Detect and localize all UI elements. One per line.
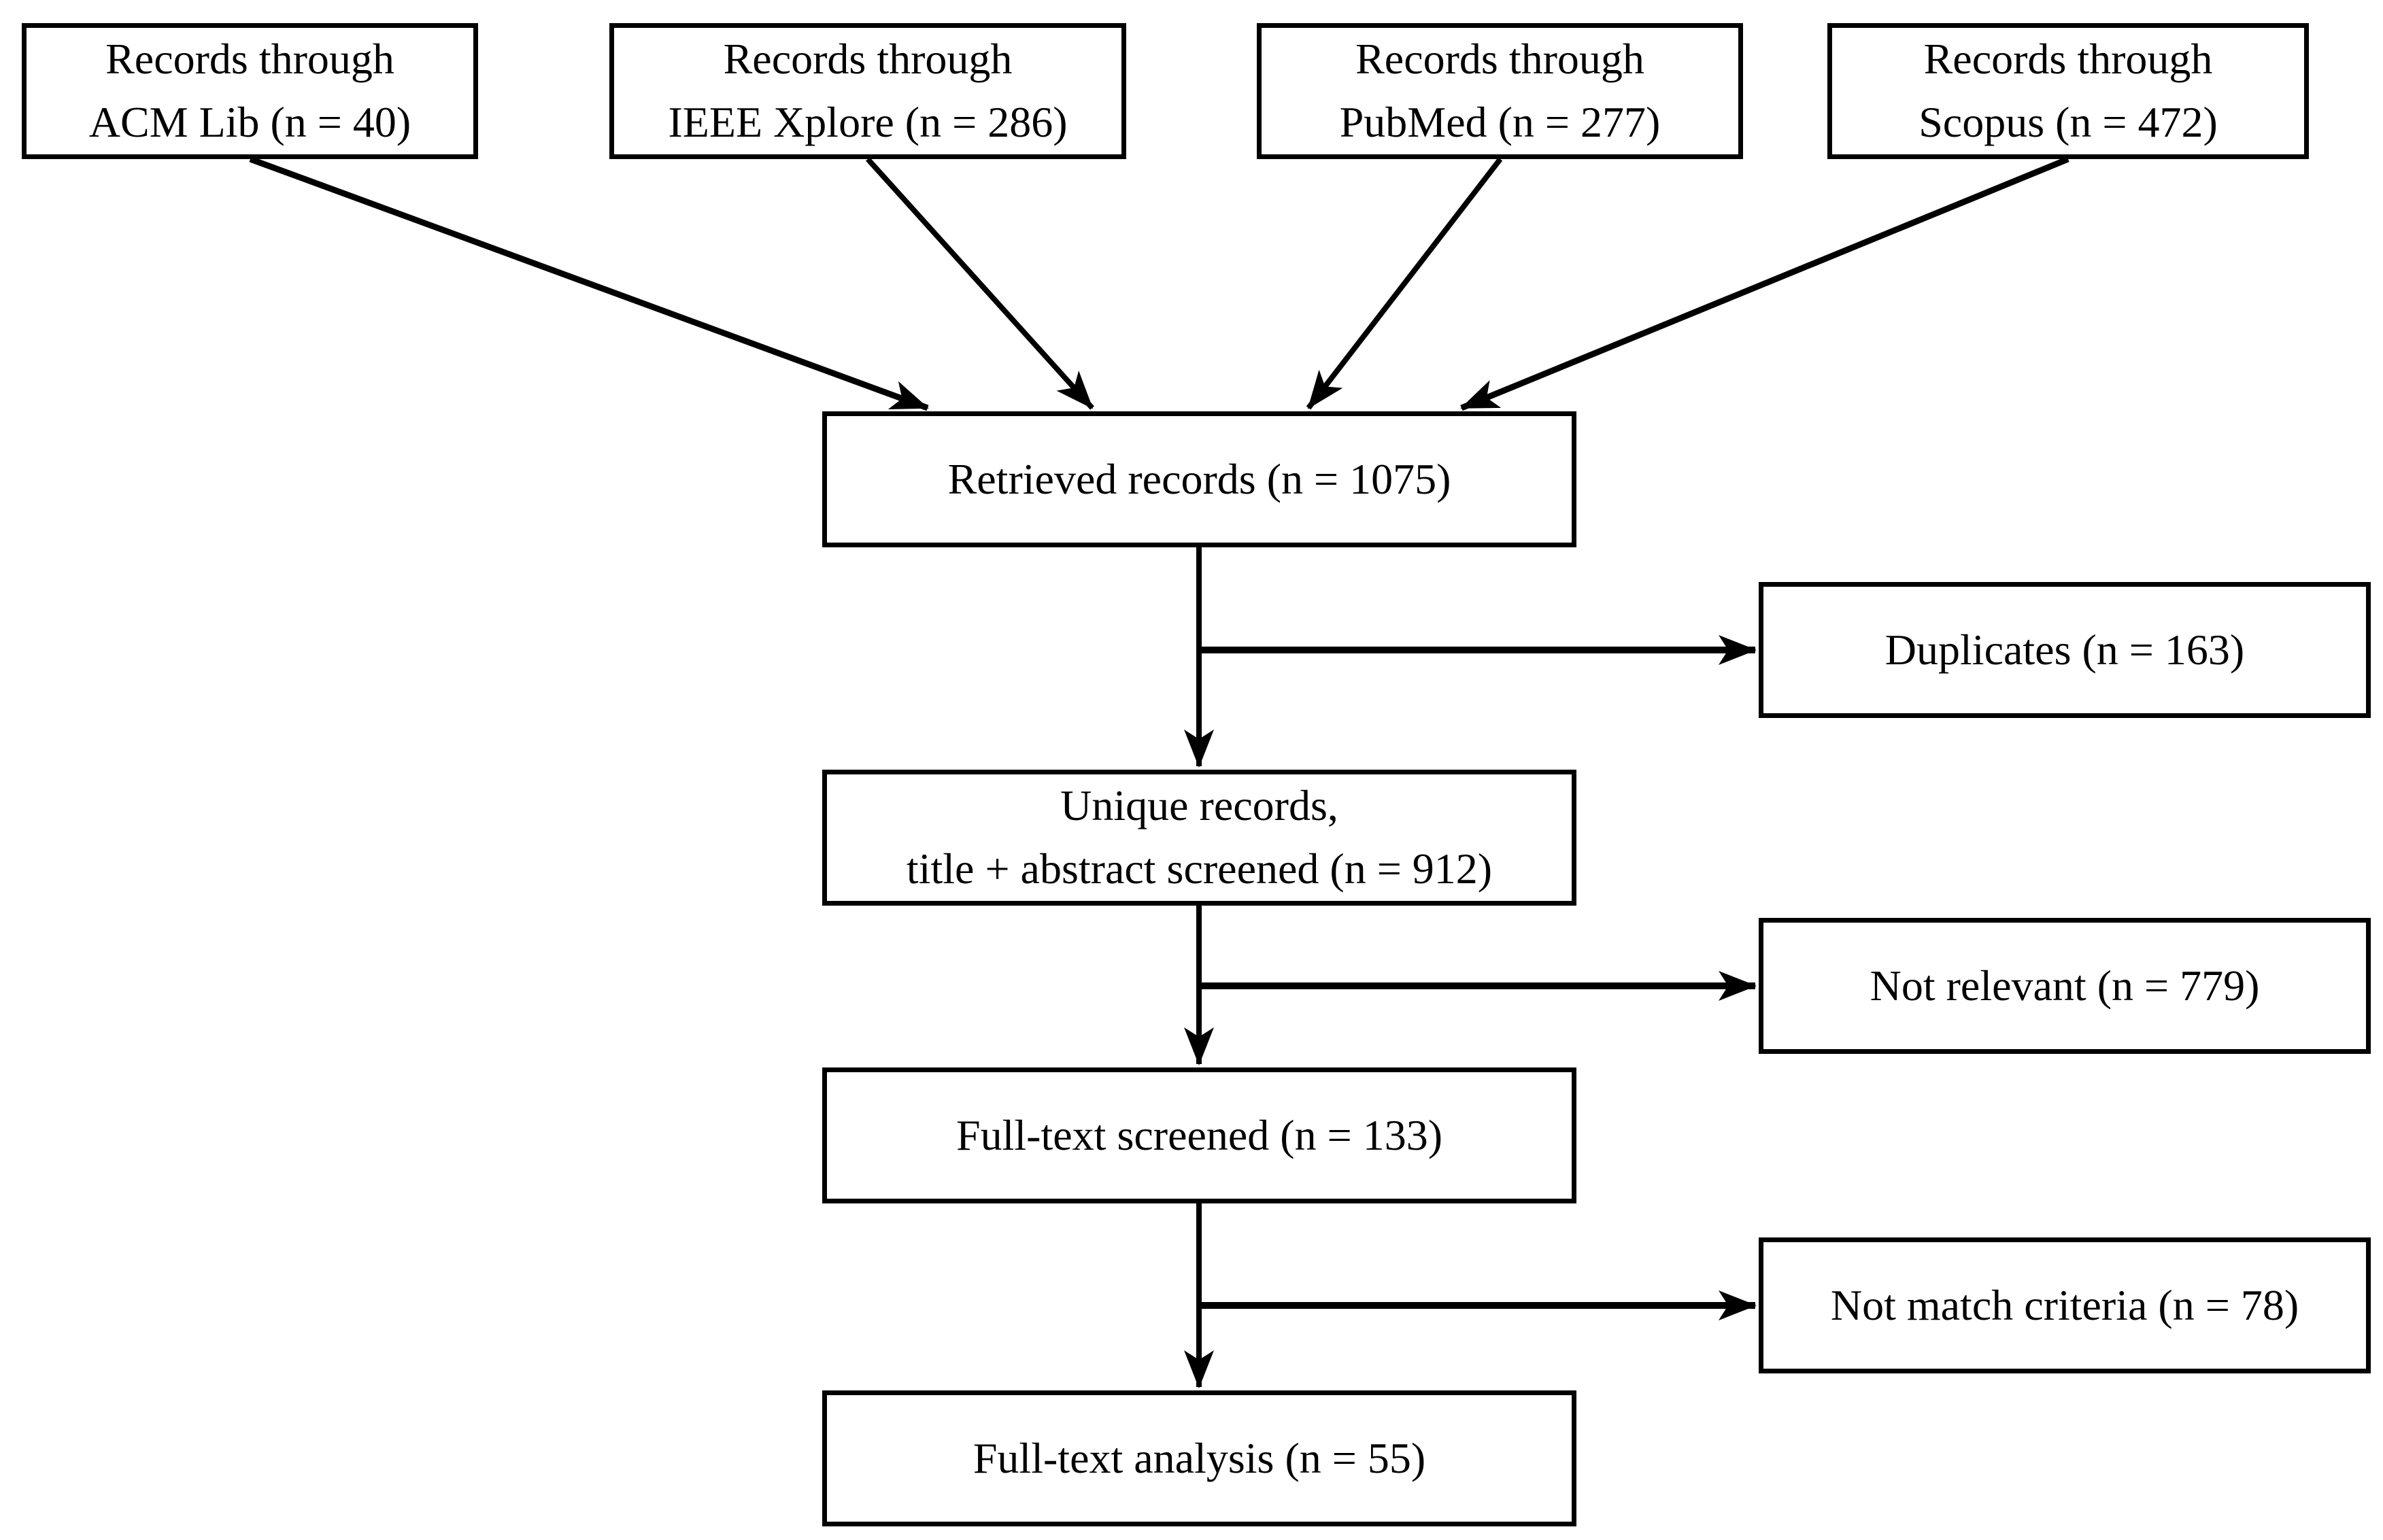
box-fulltext-screened: Full-text screened (n = 133) xyxy=(822,1067,1576,1203)
box-duplicates: Duplicates (n = 163) xyxy=(1759,582,2371,718)
box-records-acm: Records through ACM Lib (n = 40) xyxy=(22,23,478,159)
box-duplicates-line1: Duplicates (n = 163) xyxy=(1885,625,2245,674)
box-records-acm-line2: ACM Lib (n = 40) xyxy=(88,98,411,146)
box-fulltext-screened-line1: Full-text screened (n = 133) xyxy=(956,1110,1442,1159)
box-unique-records-line1: Unique records, xyxy=(1060,781,1338,830)
box-not-relevant: Not relevant (n = 779) xyxy=(1759,918,2371,1054)
box-retrieved-records-line1: Retrieved records (n = 1075) xyxy=(947,454,1451,503)
box-unique-records: Unique records, title + abstract screene… xyxy=(822,770,1576,906)
arrow-scopus-to-retrieved xyxy=(1460,156,2069,411)
box-not-match-criteria: Not match criteria (n = 78) xyxy=(1759,1237,2371,1373)
arrow-acm-to-retrieved xyxy=(249,156,929,411)
box-not-relevant-line1: Not relevant (n = 779) xyxy=(1870,961,2260,1010)
arrow-ieee-to-retrieved xyxy=(866,157,1094,410)
box-records-scopus-line1: Records through xyxy=(1923,35,2213,84)
box-fulltext-analysis: Full-text analysis (n = 55) xyxy=(822,1390,1576,1526)
box-records-scopus-line2: Scopus (n = 472) xyxy=(1919,98,2218,146)
box-records-ieee-line2: IEEE Xplore (n = 286) xyxy=(668,98,1068,146)
box-retrieved-records: Retrieved records (n = 1075) xyxy=(822,411,1576,547)
box-records-ieee: Records through IEEE Xplore (n = 286) xyxy=(609,23,1126,159)
arrow-pubmed-to-retrieved xyxy=(1306,157,1503,410)
box-records-scopus: Records through Scopus (n = 472) xyxy=(1827,23,2309,159)
box-fulltext-analysis-line1: Full-text analysis (n = 55) xyxy=(973,1433,1426,1482)
box-records-pubmed: Records through PubMed (n = 277) xyxy=(1257,23,1743,159)
box-records-ieee-line1: Records through xyxy=(723,35,1013,84)
box-not-match-criteria-line1: Not match criteria (n = 78) xyxy=(1830,1280,2299,1329)
box-unique-records-line2: title + abstract screened (n = 912) xyxy=(906,844,1493,893)
box-records-acm-line1: Records through xyxy=(105,35,394,84)
box-records-pubmed-line1: Records through xyxy=(1355,35,1644,84)
box-records-pubmed-line2: PubMed (n = 277) xyxy=(1339,98,1661,146)
